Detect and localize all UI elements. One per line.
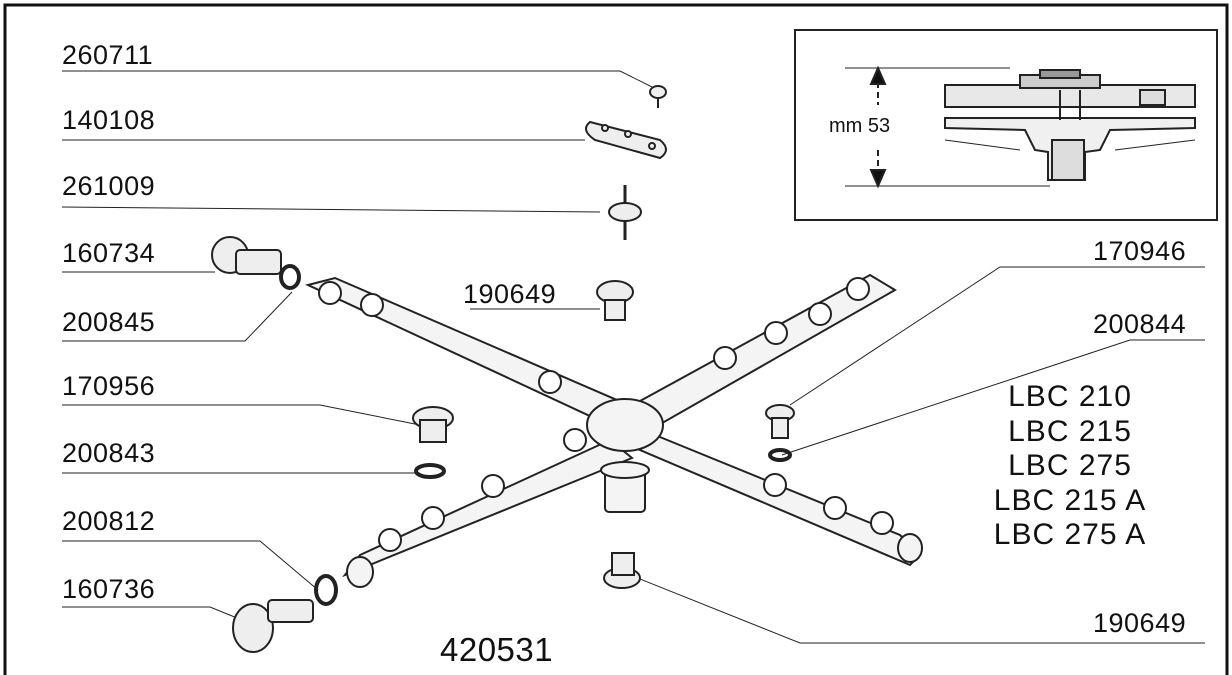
nut-170956 bbox=[412, 406, 454, 443]
model-item: LBC 275 bbox=[1008, 449, 1132, 482]
seal-200843 bbox=[414, 463, 446, 479]
nozzle-160734 bbox=[211, 236, 282, 275]
seal-200844 bbox=[768, 448, 792, 462]
nut-190649-bottom bbox=[603, 552, 641, 589]
model-item: LBC 215 bbox=[1008, 414, 1132, 448]
label-160734: 160734 bbox=[62, 238, 156, 268]
seal-200845 bbox=[279, 264, 301, 290]
label-190649-top: 190649 bbox=[463, 279, 557, 309]
seal-200812 bbox=[314, 574, 338, 606]
screw-260711 bbox=[649, 85, 667, 108]
bolt-261009 bbox=[608, 185, 642, 240]
outer-border bbox=[3, 3, 1229, 675]
model-item: LBC 215 A bbox=[993, 483, 1147, 517]
inset-detail bbox=[794, 29, 1218, 221]
cap-160736 bbox=[232, 599, 314, 653]
label-160736: 160736 bbox=[62, 574, 156, 604]
model-list: LBC 210 LBC 215 LBC 275 LBC 215 A LBC 27… bbox=[950, 380, 1190, 553]
label-170946: 170946 bbox=[1093, 236, 1187, 266]
label-200845: 200845 bbox=[62, 307, 156, 337]
model-item: LBC 275 A bbox=[993, 518, 1147, 551]
label-170956: 170956 bbox=[62, 371, 156, 401]
nut-170946 bbox=[765, 404, 795, 439]
label-200812: 200812 bbox=[62, 506, 156, 536]
label-190649-bottom: 190649 bbox=[1093, 608, 1187, 638]
nut-190649-top bbox=[596, 280, 634, 321]
model-item: LBC 210 bbox=[1008, 380, 1132, 413]
inset-dimension-label: mm 53 bbox=[829, 115, 891, 137]
label-200844: 200844 bbox=[1093, 309, 1187, 339]
label-200843: 200843 bbox=[62, 438, 156, 468]
label-140108: 140108 bbox=[62, 105, 156, 135]
spray-arm-nozzles bbox=[318, 277, 894, 552]
label-420531: 420531 bbox=[440, 631, 554, 668]
leader-lines bbox=[61, 70, 1205, 644]
label-261009: 261009 bbox=[62, 171, 156, 201]
bracket-140108 bbox=[585, 120, 667, 160]
label-260711: 260711 bbox=[62, 40, 154, 70]
